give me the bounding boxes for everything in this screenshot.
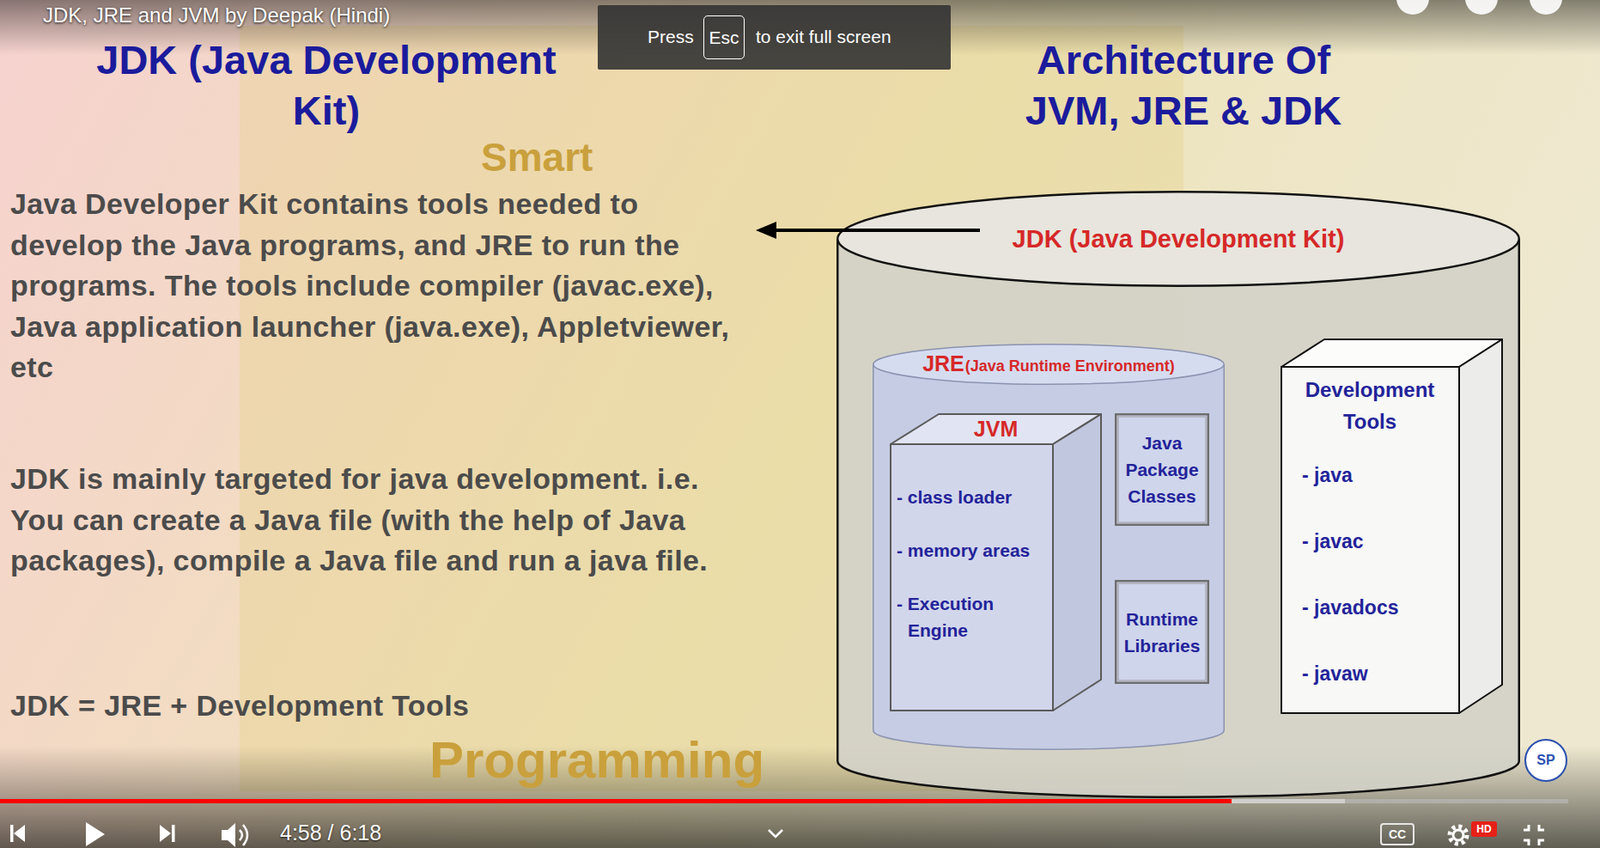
- top-icon: [1529, 0, 1563, 15]
- watermark: Smart: [480, 137, 593, 177]
- progress-rest: [1344, 798, 1569, 804]
- progress-buffered: [1231, 798, 1345, 804]
- jre-cylinder: JRE(Java Runtime Environment)JVM- class …: [872, 343, 1225, 750]
- box-border: [1115, 580, 1209, 683]
- previous-icon: [13, 824, 25, 842]
- text-area: JVM: [889, 413, 1102, 445]
- library-box: Runtime Libraries: [1114, 579, 1210, 684]
- next-icon: [171, 824, 176, 842]
- cylinder-sublabel: (Java Runtime Environment): [965, 352, 1175, 379]
- list-item: - java: [1301, 462, 1453, 489]
- list-item: - Execution Engine: [896, 590, 1047, 644]
- video-title: JDK, JRE and JVM by Deepak (Hindi): [42, 3, 390, 28]
- box-border: [1118, 416, 1206, 523]
- text-area: - class loader - memory areas - Execution …: [889, 444, 1053, 651]
- formula-text: JDK = JRE + Development Tools: [10, 685, 749, 727]
- notice-text: Press: [647, 25, 694, 49]
- cylinder-top: [837, 191, 1520, 286]
- next-icon: [159, 824, 171, 842]
- box-front: [1281, 366, 1460, 713]
- previous-icon: [10, 824, 14, 842]
- text-area: JRE(Java Runtime Environment): [872, 343, 1225, 385]
- box-title: Development Tools: [1287, 373, 1453, 438]
- label-row: JDK (Java Development Kit): [1012, 224, 1345, 254]
- text-area: Development Tools - java - javac - javadocs…: [1280, 366, 1460, 694]
- settings-icon: [1453, 829, 1464, 840]
- box-title: JVM: [973, 415, 1018, 442]
- box-text: Runtime Libraries: [1119, 605, 1205, 659]
- key-cap: Esc: [703, 15, 745, 60]
- logo-text: SP: [1528, 749, 1564, 771]
- box-border: [1118, 583, 1206, 681]
- box-text: Java Package Classes: [1119, 429, 1205, 510]
- list-item: - javac: [1301, 528, 1453, 555]
- box-side: [1459, 339, 1503, 713]
- settings-icon: [1449, 826, 1467, 844]
- channel-logo: [1525, 739, 1567, 781]
- caption-button: CC: [1380, 822, 1415, 846]
- box-side: [1052, 413, 1102, 711]
- text-area: JDK (Java Development Kit): [836, 190, 1521, 287]
- text-area: Java Package Classes: [1114, 413, 1210, 526]
- pointer-arrow: [771, 228, 980, 232]
- list-item: - javaw: [1301, 660, 1453, 688]
- progress-played: [0, 798, 1232, 804]
- notice-text: to exit full screen: [755, 25, 892, 49]
- play-icon: [85, 821, 105, 846]
- jdk-cylinder: JDK (Java Development Kit) JRE(Java Runti…: [836, 190, 1521, 798]
- cylinder-top: [873, 344, 1225, 385]
- body-paragraph: JDK is mainly targeted for java developm…: [10, 458, 749, 582]
- quality-badge: HD: [1471, 821, 1497, 837]
- cylinder-body: [873, 364, 1225, 749]
- jvm-box: JVM - class loader - memory areas - Executi…: [889, 413, 1102, 712]
- body-paragraph: Java Developer Kit contains tools needed…: [10, 183, 749, 389]
- label-row: JRE(Java Runtime Environment): [922, 350, 1175, 379]
- volume-icon: [221, 822, 236, 847]
- diagram-title: Architecture Of JVM, JRE & JDK: [994, 34, 1373, 136]
- cylinder-label: JDK (Java Development Kit): [1012, 224, 1345, 254]
- cylinder-body: [837, 238, 1520, 797]
- box-border: [1115, 413, 1209, 525]
- volume-icon: [243, 824, 248, 846]
- volume-icon: [239, 829, 243, 840]
- exit-fullscreen-icon: [1523, 824, 1545, 846]
- fullscreen-notice: [597, 5, 951, 70]
- box-front: [890, 444, 1053, 711]
- slide-heading: JDK (Java Development Kit): [77, 34, 576, 136]
- top-icon: [1396, 0, 1430, 15]
- top-icon: [1465, 0, 1498, 15]
- watermark: Programming: [429, 734, 765, 786]
- node-outline: [889, 413, 1102, 712]
- cylinder-label: JRE: [922, 350, 965, 377]
- package-box: Java Package Classes: [1114, 413, 1210, 526]
- pointer-arrowhead: [755, 221, 777, 239]
- chevron-icon: [768, 829, 783, 837]
- node-outline: [1114, 579, 1210, 684]
- time-display: 4:58 / 6:18: [279, 820, 382, 845]
- list-item: - class loader: [896, 483, 1047, 511]
- tools-box: Development Tools - java - javac - javadocs…: [1280, 338, 1503, 714]
- list-item: - javadocs: [1301, 594, 1453, 621]
- text-area: Runtime Libraries: [1114, 579, 1210, 684]
- list-item: - memory areas: [896, 536, 1047, 564]
